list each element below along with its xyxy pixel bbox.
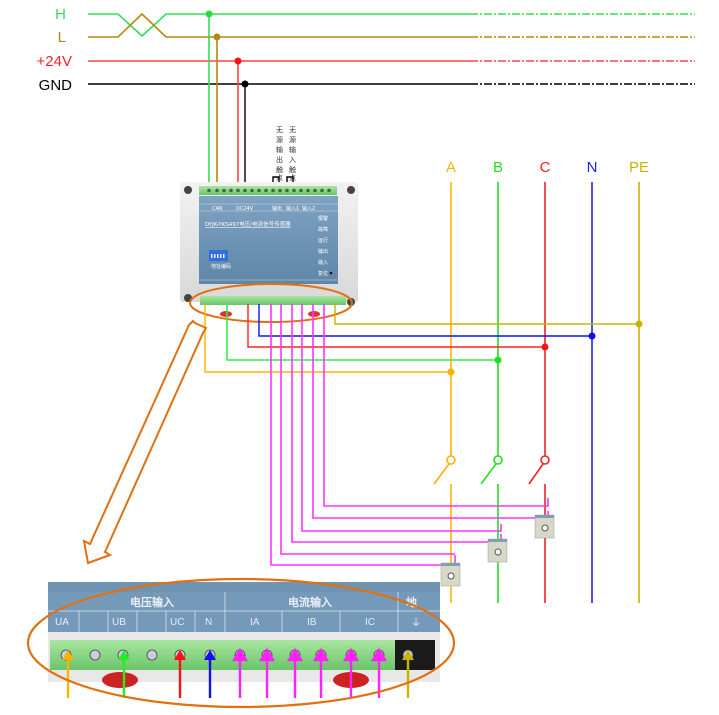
current-input-group-label: 电流输入 (288, 595, 332, 609)
terminal-label-uc: UC (170, 617, 184, 628)
current-transformer-c (534, 514, 555, 539)
enlarged-terminal-view: 电压输入 电流输入 地 UA UB UC N IA IB IC ⏚ (48, 582, 440, 698)
svg-text:触: 触 (289, 165, 296, 174)
svg-text:入: 入 (289, 156, 296, 164)
phase-label-a: A (446, 159, 456, 176)
junction-a (447, 368, 455, 376)
wire-pe (334, 304, 639, 325)
passive-input-label: 无源 输入 触点 (289, 126, 296, 182)
terminal-label-ground: ⏚ (411, 617, 421, 629)
bus-label-gnd: GND (39, 77, 73, 94)
ground-group-label: 地 (406, 595, 417, 609)
top-group-can: CAN (212, 206, 223, 212)
bus-line-l (88, 12, 695, 38)
junction-n (588, 332, 596, 340)
phase-label-n: N (587, 159, 598, 176)
terminal-label-ub: UB (112, 617, 126, 628)
top-group-input1: 输入1 (286, 205, 299, 212)
terminal-label-ib: IB (307, 617, 317, 628)
terminal-label-n: N (205, 617, 212, 628)
top-group-output: 输出 (272, 205, 282, 212)
junction-b (494, 356, 502, 364)
svg-text:输: 输 (276, 145, 283, 154)
voltage-input-group-label: 电压输入 (130, 595, 174, 609)
svg-text:无: 无 (276, 126, 283, 134)
dip-switch-label: 地址编码 (211, 263, 231, 270)
bottom-terminal-block (200, 296, 346, 305)
current-transformer-a (440, 562, 461, 587)
svg-text:故障: 故障 (318, 226, 328, 233)
bus-label-h: H (55, 6, 66, 23)
wire-n (258, 304, 592, 337)
junction-24v (234, 57, 242, 65)
svg-text:输: 输 (289, 145, 296, 154)
top-group-input2: 输入2 (302, 205, 315, 212)
terminal-label-ua: UA (55, 617, 69, 628)
phase-label-pe: PE (629, 159, 649, 176)
junction-l (213, 33, 221, 41)
svg-text:输出: 输出 (318, 248, 328, 255)
bus-label-l: L (58, 29, 66, 46)
ct-wires (270, 304, 549, 566)
phase-line-c (528, 182, 550, 603)
svg-text:报警: 报警 (318, 215, 328, 222)
sensor-device: CAN DC24V 输出 输入1 输入2 DYJK-YKS497电压/电流信号传… (180, 182, 358, 317)
wire-uc (247, 304, 545, 348)
svg-text:源: 源 (276, 135, 283, 144)
phase-line-a (433, 182, 456, 603)
junction-pe (635, 320, 643, 328)
wire-ua (204, 304, 451, 373)
svg-text:复位: 复位 (318, 270, 328, 277)
svg-text:输入: 输入 (318, 259, 328, 266)
terminal-label-ic: IC (365, 617, 375, 628)
bus-label-24v: +24V (37, 53, 72, 70)
junction-gnd (241, 80, 249, 88)
bus-line-h (88, 13, 695, 38)
terminal-label-ia: IA (250, 617, 260, 628)
enlarged-label-panel (48, 592, 440, 632)
top-group-dc24v: DC24V (236, 206, 254, 212)
svg-text:无: 无 (289, 126, 296, 134)
device-front-panel (199, 196, 338, 284)
phase-label-b: B (493, 159, 503, 176)
junction-h (205, 10, 213, 18)
current-transformer-b (487, 538, 508, 563)
side-indicators: 报警 故障 运行 输出 输入 复位 (318, 215, 333, 277)
callout-arrow (82, 319, 208, 565)
svg-text:出: 出 (276, 155, 283, 164)
device-model-label: DYJK-YKS497电压/电流信号传感器 (205, 220, 291, 228)
callout-ellipse-large (26, 577, 456, 709)
svg-text:触: 触 (276, 165, 283, 174)
wire-ub (226, 304, 498, 361)
phase-label-c: C (540, 159, 551, 176)
svg-text:源: 源 (289, 135, 296, 144)
junction-c (541, 343, 549, 351)
top-terminal-block (199, 186, 337, 195)
svg-text:运行: 运行 (318, 237, 328, 244)
passive-output-label: 无源 输出 触点 (276, 126, 283, 182)
